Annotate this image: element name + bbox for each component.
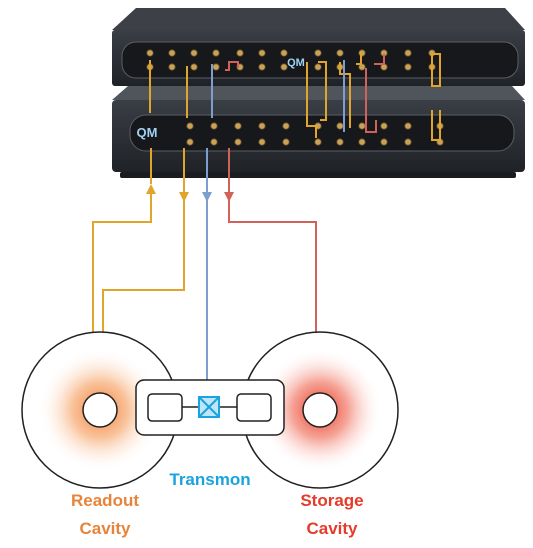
sma-port (258, 63, 266, 71)
sma-port (336, 122, 344, 130)
sma-port (212, 49, 220, 57)
sma-port (258, 122, 266, 130)
jumper-orange-4 (318, 61, 327, 121)
upper-logo: QM (287, 57, 305, 69)
upper-unit (112, 8, 525, 86)
sma-port (380, 138, 388, 146)
sma-port (168, 63, 176, 71)
sma-port (168, 49, 176, 57)
readout-label-line1: Readout (71, 491, 139, 510)
sma-port (186, 138, 194, 146)
sma-port (336, 138, 344, 146)
readout-cavity-label: Readout Cavity (55, 487, 155, 543)
jumper-red-3 (374, 54, 385, 65)
lower-logo: QM (137, 125, 158, 140)
arrow-up-icon (146, 184, 156, 194)
sma-port (404, 138, 412, 146)
jumper-orange-3 (306, 62, 317, 138)
x-box-icon (198, 396, 220, 418)
sma-port (210, 122, 218, 130)
arrow-down-icon (202, 192, 212, 202)
sma-port (380, 122, 388, 130)
lower-unit (112, 86, 525, 178)
jumper-orange-8 (431, 110, 441, 141)
sma-port (146, 49, 154, 57)
storage-label-line1: Storage (300, 491, 364, 510)
sma-port (258, 49, 266, 57)
sma-port (234, 122, 242, 130)
sma-port (358, 122, 366, 130)
readout-cavity (21, 331, 179, 489)
controller-hardware: QM QM (112, 8, 525, 178)
sma-port (236, 49, 244, 57)
jumper-orange-6 (356, 52, 362, 65)
sma-port (186, 122, 194, 130)
arrow-down-icon (224, 192, 234, 202)
jumper-red-1 (225, 61, 239, 71)
right-pad (236, 393, 272, 422)
storage-cavity-post (302, 392, 338, 428)
readout-cavity-post (82, 392, 118, 428)
sma-port (212, 63, 220, 71)
sma-port (404, 122, 412, 130)
sma-port (234, 138, 242, 146)
transmon-label: Transmon (160, 466, 260, 494)
storage-label-line2: Cavity (306, 519, 358, 538)
storage-drive-cable (228, 148, 317, 332)
sma-port (314, 63, 322, 71)
sma-port (404, 49, 412, 57)
transmon-label-text: Transmon (169, 470, 251, 489)
sma-port (190, 49, 198, 57)
sma-port (282, 138, 290, 146)
sma-port (280, 63, 288, 71)
readout-label-line2: Cavity (79, 519, 131, 538)
sma-port (258, 138, 266, 146)
sma-port (404, 63, 412, 71)
arrow-down-icon (179, 192, 189, 202)
device-jumpers (149, 52, 441, 141)
storage-cavity (241, 331, 399, 489)
readout-drive-cable-2 (102, 148, 185, 332)
sma-port (280, 49, 288, 57)
signal-cables (92, 148, 317, 390)
transmon-chip (135, 379, 285, 436)
sma-port (314, 49, 322, 57)
sma-port (358, 138, 366, 146)
sma-port (210, 138, 218, 146)
connector-ports (146, 49, 444, 146)
jumper-red-2 (365, 68, 377, 133)
storage-cavity-label: Storage Cavity (282, 487, 382, 543)
jumper-orange-7 (431, 53, 441, 87)
sma-port (190, 63, 198, 71)
readout-return-cable (92, 190, 152, 332)
jumper-orange-1 (149, 60, 151, 113)
sma-port (336, 49, 344, 57)
sma-port (314, 138, 322, 146)
sma-port (282, 122, 290, 130)
left-pad (147, 393, 183, 422)
